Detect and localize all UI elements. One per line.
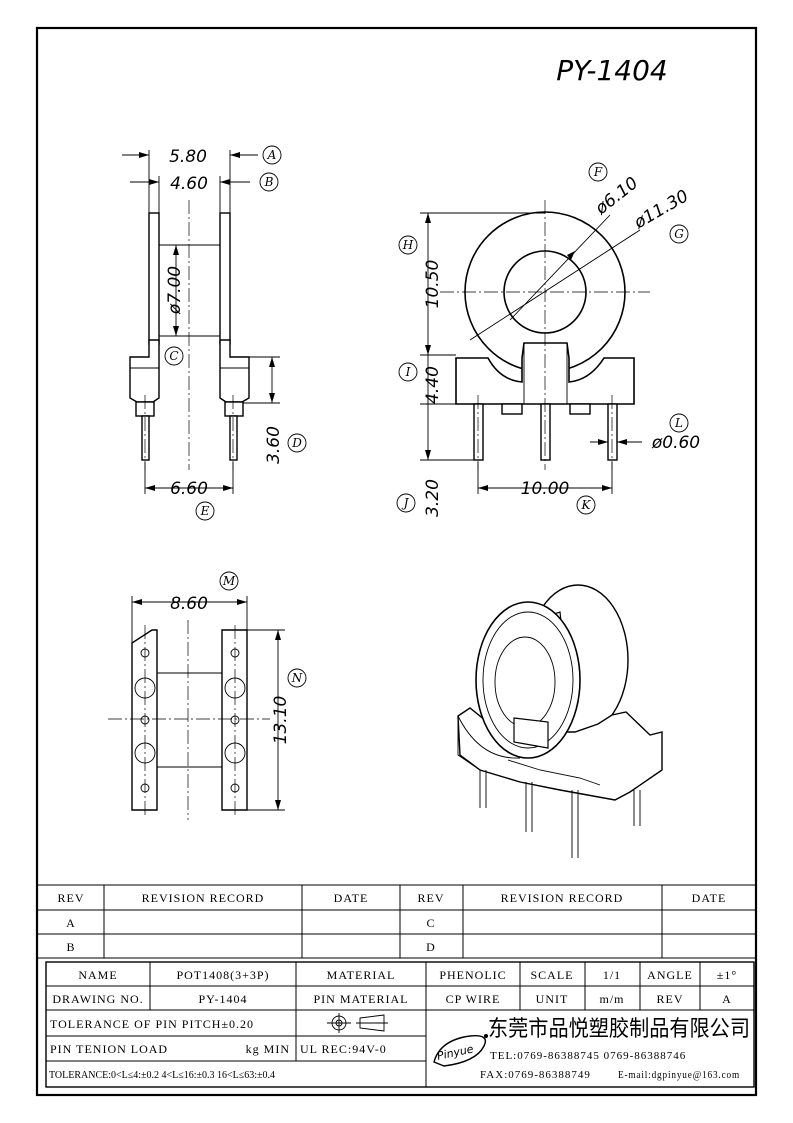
unit-value: m/m <box>599 992 624 1006</box>
company-name: 东莞市品悦塑胶制品有限公司 <box>488 1017 750 1042</box>
dim-j-value: 3.20 <box>423 479 443 517</box>
tolerance-general: TOLERANCE:0<L≤4:±0.2 4<L≤16:±0.3 16<L≤63… <box>49 1070 275 1081</box>
dim-h-value: 10.50 <box>423 260 443 309</box>
angle-label: ANGLE <box>647 968 693 982</box>
callout-g: G <box>674 227 684 241</box>
callout-a: A <box>267 148 277 162</box>
callout-h: H <box>402 238 414 252</box>
scale-value: 1/1 <box>603 968 621 982</box>
material-label: MATERIAL <box>327 968 396 982</box>
sheet-border <box>35 26 758 1097</box>
projection-symbol-icon <box>327 1013 388 1033</box>
callout-markers: A B C D E F G H I J K L M N <box>164 145 689 688</box>
side-view <box>420 200 650 494</box>
callout-b: B <box>264 175 274 189</box>
rev-header-6: DATE <box>692 891 727 905</box>
callout-k: K <box>581 498 592 512</box>
rev-header-2: REVISION RECORD <box>142 891 265 905</box>
rev-value: A <box>722 992 732 1006</box>
dim-d-value: 3.60 <box>264 426 284 464</box>
rev-row-a: A <box>66 916 76 930</box>
material-value: PHENOLIC <box>439 968 506 982</box>
dim-i-value: 4.40 <box>423 366 443 404</box>
bottom-view <box>108 596 285 820</box>
revision-table: REV REVISION RECORD DATE REV REVISION RE… <box>37 884 756 959</box>
rev-row-d: D <box>426 940 436 954</box>
callout-n: N <box>291 671 303 685</box>
drawing-number: PY-1404 <box>556 54 668 87</box>
rev-header-4: REV <box>418 891 445 905</box>
callout-j: J <box>401 496 410 510</box>
rev-header-1: REV <box>58 891 85 905</box>
callout-m: M <box>222 574 236 588</box>
title-block: NAME POT1408(3+3P) MATERIAL PHENOLIC SCA… <box>45 961 755 1088</box>
callout-e: E <box>200 504 210 518</box>
company-logo: Pinyue <box>433 1034 488 1067</box>
tolerance-pitch: TOLERANCE OF PIN PITCH±0.20 <box>50 1017 254 1031</box>
rev-label: REV <box>657 992 684 1006</box>
dim-k-value: 10.00 <box>521 479 570 499</box>
rev-row-c: C <box>426 916 435 930</box>
rev-row-b: B <box>66 940 75 954</box>
dim-a-value: 5.80 <box>169 147 207 167</box>
dim-e-value: 6.60 <box>170 479 208 499</box>
dim-m-value: 8.60 <box>170 594 208 614</box>
dim-l-value: ø0.60 <box>651 433 700 453</box>
pin-material-value: CP WIRE <box>446 992 501 1006</box>
dim-b-value: 4.60 <box>170 174 208 194</box>
unit-label: UNIT <box>536 992 569 1006</box>
callout-f: F <box>593 165 603 179</box>
pin-tension-label: PIN TENION LOAD <box>50 1042 168 1056</box>
dim-c-value: ø7.00 <box>165 266 185 315</box>
company-fax: FAX:0769-86388749 <box>480 1069 591 1081</box>
callout-c: C <box>169 349 178 363</box>
callout-l: L <box>674 416 683 430</box>
ul-rec: UL REC:94V-0 <box>300 1042 387 1056</box>
dim-f-value: ø6.10 <box>591 173 642 219</box>
rev-header-3: DATE <box>334 891 369 905</box>
callout-i: I <box>405 365 411 379</box>
dim-n-value: 13.10 <box>271 696 291 745</box>
company-email: E-mail:dgpinyue@163.com <box>618 1069 740 1081</box>
scale-label: SCALE <box>530 968 573 982</box>
isometric-view <box>457 584 663 858</box>
drawing-no-label: DRAWING NO. <box>52 992 143 1006</box>
front-view <box>122 150 280 494</box>
drawing-no-value: PY-1404 <box>198 992 247 1006</box>
name-value: POT1408(3+3P) <box>176 968 269 982</box>
company-tel: TEL:0769-86388745 0769-86388746 <box>490 1050 686 1062</box>
callout-d: D <box>291 436 302 450</box>
pin-material-label: PIN MATERIAL <box>314 992 409 1006</box>
pin-tension-value: kg MIN <box>246 1042 290 1056</box>
rev-header-5: REVISION RECORD <box>501 891 624 905</box>
name-label: NAME <box>78 968 117 982</box>
angle-value: ±1° <box>717 968 737 982</box>
